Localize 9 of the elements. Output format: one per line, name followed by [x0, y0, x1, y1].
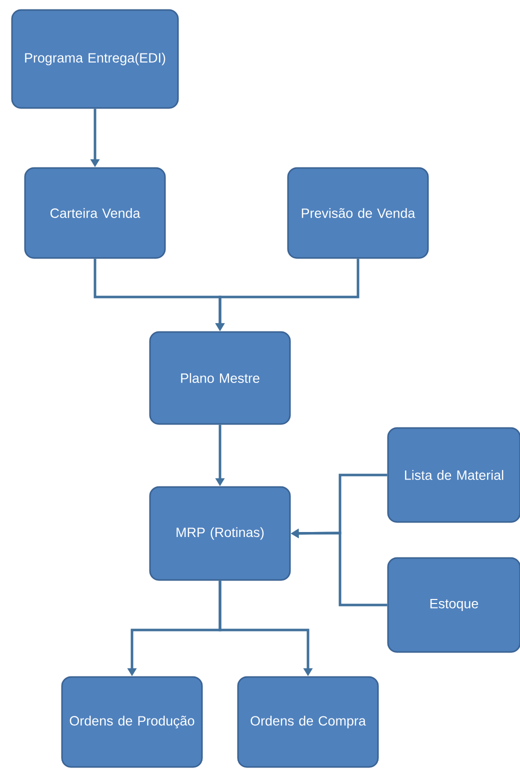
process-box: Lista de Material: [387, 427, 520, 523]
process-box: MRP (Rotinas): [149, 486, 291, 581]
process-box: Previsão de Venda: [287, 167, 429, 259]
process-box: Ordens de Compra: [237, 676, 379, 768]
process-box: Programa Entrega(EDI): [11, 9, 179, 109]
process-box: Carteira Venda: [24, 167, 166, 259]
process-box: Plano Mestre: [149, 331, 291, 425]
process-box: Ordens de Produção: [61, 676, 203, 768]
process-box: Estoque: [387, 557, 520, 653]
